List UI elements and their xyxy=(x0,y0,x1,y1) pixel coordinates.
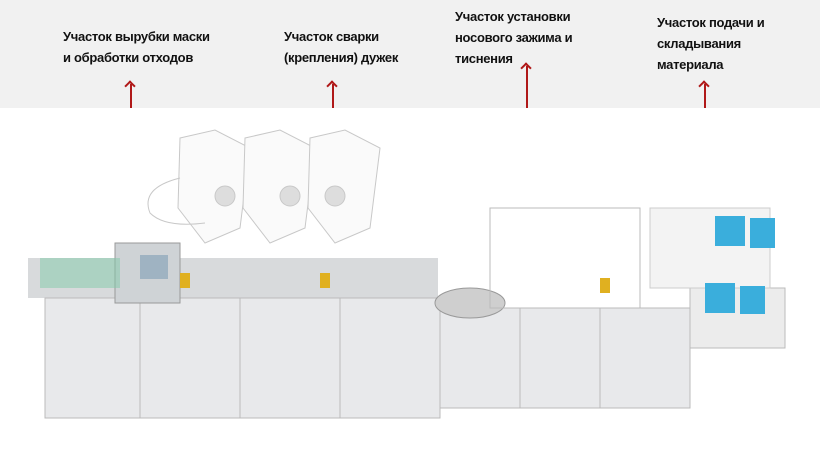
arrow-up-icon xyxy=(526,66,528,108)
label-earloop-welding: Участок сварки (крепления) дужек xyxy=(284,26,398,68)
label-line: и обработки отходов xyxy=(63,50,194,65)
label-line: Участок подачи и xyxy=(657,15,765,30)
label-line: тиснения xyxy=(455,51,513,66)
label-line: материала xyxy=(657,57,724,72)
label-line: Участок сварки xyxy=(284,29,379,44)
arrow-up-icon xyxy=(130,84,132,108)
machine-body xyxy=(28,207,786,419)
label-nose-clip: Участок установки носового зажима и тисн… xyxy=(455,6,573,69)
label-line: складывания xyxy=(657,36,741,51)
label-line: Участок вырубки маски xyxy=(63,29,210,44)
label-line: носового зажима и xyxy=(455,30,573,45)
arrow-up-icon xyxy=(704,84,706,108)
label-line: Участок установки xyxy=(455,9,571,24)
mask-machine-photo xyxy=(28,129,786,419)
label-mask-cutting: Участок вырубки маски и обработки отходо… xyxy=(63,26,210,68)
label-line: (крепления) дужек xyxy=(284,50,399,65)
label-material-feed: Участок подачи и складывания материала xyxy=(657,12,765,75)
mask-icons xyxy=(147,129,381,244)
arrow-up-icon xyxy=(332,84,334,108)
label-band xyxy=(0,0,820,108)
